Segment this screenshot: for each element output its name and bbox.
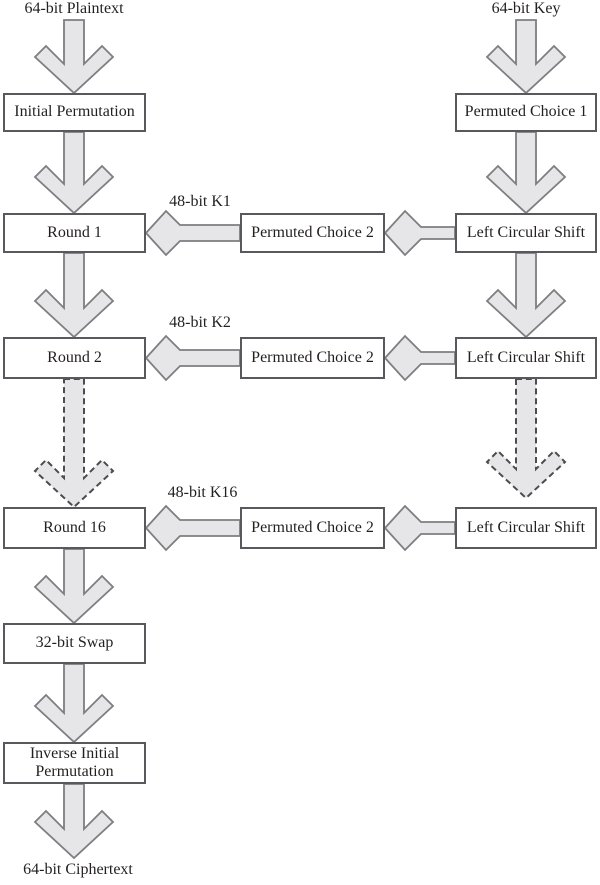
box-permuted-choice-2-row1: Permuted Choice 2 bbox=[240, 213, 385, 253]
arrow-plaintext-to-initial-permutation-icon bbox=[33, 19, 115, 95]
dashed-arrow-shift2-to-shift3-icon bbox=[485, 378, 567, 500]
arrow-shift3-to-permuted-choice2-icon bbox=[383, 504, 456, 552]
arrow-round16-to-swap-icon bbox=[33, 548, 115, 625]
key-label: 64-bit Key bbox=[491, 0, 561, 17]
box-permuted-choice-2-row2: Permuted Choice 2 bbox=[240, 337, 385, 379]
subkey-label-k1: 48-bit K1 bbox=[169, 193, 231, 210]
subkey-label-k16: 48-bit K16 bbox=[167, 484, 238, 501]
box-inverse-initial-permutation: Inverse Initial Permutation bbox=[3, 742, 146, 784]
box-permuted-choice-2-row3: Permuted Choice 2 bbox=[240, 507, 385, 549]
arrow-permuted-choice2-to-round16-icon bbox=[144, 504, 241, 552]
box-permuted-choice-1: Permuted Choice 1 bbox=[455, 93, 597, 132]
arrow-swap-to-inverse-permutation-icon bbox=[33, 663, 115, 744]
arrow-shift1-to-permuted-choice2-icon bbox=[383, 209, 456, 257]
arrow-shift2-to-permuted-choice2-icon bbox=[383, 334, 456, 382]
arrow-key-to-permuted-choice1-icon bbox=[485, 19, 567, 95]
arrow-inverse-permutation-to-ciphertext-icon bbox=[33, 783, 115, 860]
box-left-circular-shift-2: Left Circular Shift bbox=[455, 337, 597, 379]
subkey-label-k2: 48-bit K2 bbox=[169, 314, 231, 331]
arrow-permuted-choice2-to-round2-icon bbox=[144, 334, 241, 382]
plaintext-label: 64-bit Plaintext bbox=[24, 0, 124, 17]
dashed-arrow-round2-to-round16-icon bbox=[33, 378, 115, 509]
arrow-permuted-choice1-to-shift1-icon bbox=[485, 131, 567, 215]
box-round-1: Round 1 bbox=[3, 213, 146, 253]
box-32-bit-swap: 32-bit Swap bbox=[3, 623, 146, 664]
ciphertext-label: 64-bit Ciphertext bbox=[23, 861, 133, 878]
arrow-shift1-to-shift2-icon bbox=[485, 252, 567, 339]
box-initial-permutation: Initial Permutation bbox=[3, 93, 146, 132]
box-left-circular-shift-1: Left Circular Shift bbox=[455, 213, 597, 253]
arrow-permuted-choice2-to-round1-icon bbox=[144, 209, 241, 257]
box-round-2: Round 2 bbox=[3, 337, 146, 379]
box-round-16: Round 16 bbox=[3, 507, 146, 549]
arrow-round1-to-round2-icon bbox=[33, 252, 115, 339]
arrow-initial-permutation-to-round1-icon bbox=[33, 131, 115, 215]
box-left-circular-shift-3: Left Circular Shift bbox=[455, 507, 597, 549]
